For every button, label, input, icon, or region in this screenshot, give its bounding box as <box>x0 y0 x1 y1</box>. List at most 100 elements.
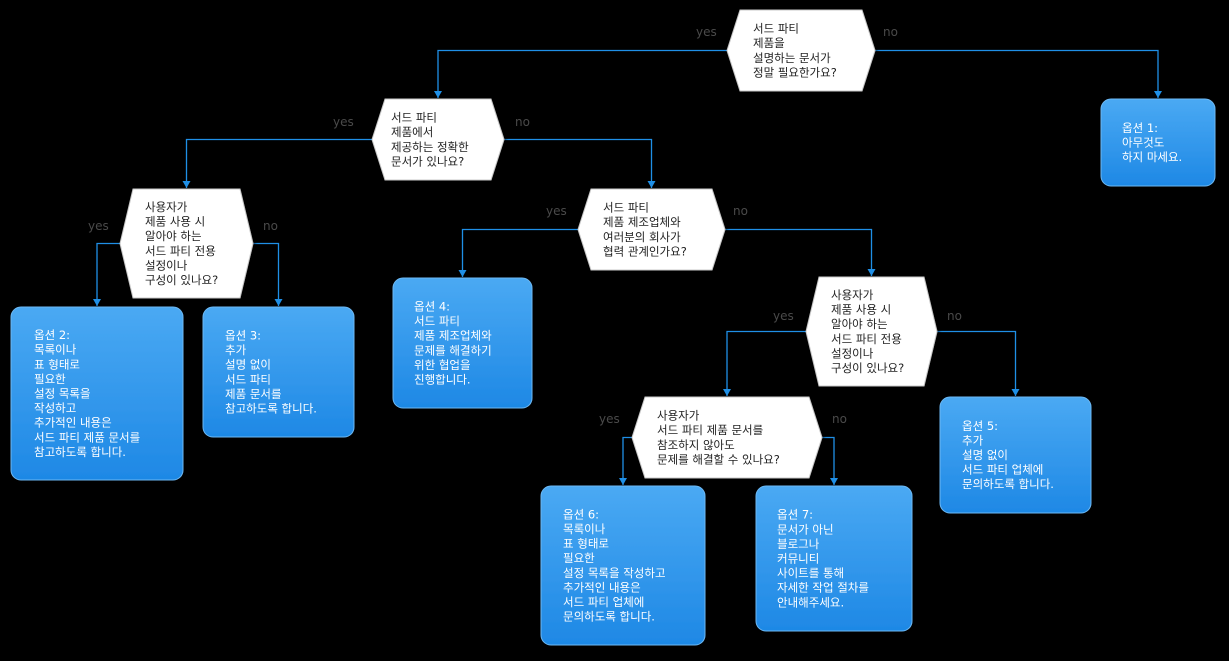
edge-arrowhead-4 <box>647 181 656 188</box>
option-o4-line-4: 문제를 해결하기 <box>414 343 492 357</box>
decision-d2-line-2: 제품에서 <box>391 125 433 139</box>
edge-d3-yes-o2 <box>93 242 120 306</box>
option-o3-line-3: 설명 없이 <box>225 358 271 372</box>
option-shape-o2 <box>10 306 184 481</box>
option-o2-line-1: 옵션 2: <box>34 328 70 342</box>
decision-d3-line-6: 구성이 있나요? <box>145 273 218 287</box>
option-o2-line-8: 서드 파티 제품 문서를 <box>34 430 140 444</box>
edge-label-no-6: no <box>263 219 278 233</box>
option-o3-line-5: 제품 문서를 <box>225 387 282 401</box>
option-o2-line-3: 표 형태로 <box>34 357 80 371</box>
edge-d1-yes-d2 <box>434 49 727 98</box>
decision-d1-line-4: 정말 필요한가요? <box>753 65 837 79</box>
edge-line-1 <box>437 49 727 98</box>
decision-d5-line-1: 사용자가 <box>831 288 874 302</box>
edge-line-7 <box>461 228 578 277</box>
option-o7-line-4: 커뮤니티 <box>777 552 819 566</box>
edge-line-5 <box>96 242 120 306</box>
edge-d4-no-d5 <box>725 228 876 276</box>
option-o4-line-6: 진행합니다. <box>414 373 471 387</box>
edge-line-9 <box>726 330 806 396</box>
edge-d4-yes-o4 <box>458 228 578 277</box>
option-o2-line-5: 설정 목록을 <box>34 387 91 401</box>
edge-arrowhead-1 <box>434 91 442 98</box>
edge-label-yes-11: yes <box>599 412 620 426</box>
edge-line-3 <box>185 138 372 188</box>
edge-arrowhead-5 <box>93 299 101 306</box>
edge-arrowhead-6 <box>274 299 283 306</box>
edge-line-6 <box>253 242 280 306</box>
decision-d2-line-4: 문서가 있나요? <box>391 154 464 168</box>
connector-layer <box>93 49 1162 485</box>
decision-d6-line-3: 참조하지 않아도 <box>657 438 735 452</box>
edge-label-yes-3: yes <box>333 115 354 129</box>
option-o6-line-8: 문의하도록 합니다. <box>563 610 655 624</box>
option-o7-line-6: 자세한 작업 절차를 <box>777 581 869 595</box>
edge-arrowhead-8 <box>867 269 876 276</box>
option-o1-line-2: 아무것도 <box>1122 136 1164 150</box>
decision-d1-line-2: 제품을 <box>753 36 785 50</box>
decision-d3-line-2: 제품 사용 시 <box>145 215 205 229</box>
option-o5-line-4: 서드 파티 업체에 <box>962 463 1043 477</box>
decision-d1-line-3: 설명하는 문서가 <box>753 51 831 65</box>
option-o2-line-7: 추가적인 내용은 <box>34 416 112 430</box>
decision-shape-d2 <box>371 98 505 181</box>
edge-label-no-2: no <box>883 25 898 39</box>
option-o6-line-1: 옵션 6: <box>563 507 599 521</box>
option-o6-line-2: 목록이나 <box>563 522 606 536</box>
decision-d4-line-1: 서드 파티 <box>603 201 649 215</box>
edge-line-10 <box>937 330 1017 396</box>
edge-line-2 <box>875 49 1159 98</box>
option-o3-line-2: 추가 <box>225 343 247 357</box>
option-o7-line-3: 블로그나 <box>777 537 820 551</box>
decision-d5-line-5: 설정이나 <box>831 346 874 360</box>
decision-d2-line-3: 제공하는 정확한 <box>391 140 469 154</box>
edge-label-no-12: no <box>832 412 847 426</box>
edge-label-no-8: no <box>733 204 748 218</box>
option-o4-line-3: 제품 제조업체와 <box>414 329 492 343</box>
option-shape-o4 <box>392 277 533 409</box>
option-shape-o6 <box>540 485 706 646</box>
edge-d2-no-d4 <box>504 138 656 188</box>
decision-d6-line-1: 사용자가 <box>657 409 700 423</box>
option-o2-line-4: 필요한 <box>34 372 66 386</box>
option-o5-line-1: 옵션 5: <box>962 419 998 433</box>
option-o2-line-2: 목록이나 <box>34 343 77 357</box>
edge-d6-no-o7 <box>822 436 838 485</box>
decision-d1-line-1: 서드 파티 <box>753 22 799 36</box>
edge-arrowhead-3 <box>182 181 191 188</box>
decision-shape-d5 <box>805 276 938 387</box>
edge-line-11 <box>622 436 632 485</box>
option-o4-line-1: 옵션 4: <box>414 300 450 314</box>
option-shape-o5 <box>939 396 1092 514</box>
edge-arrowhead-10 <box>1011 389 1020 396</box>
edge-arrowhead-12 <box>830 478 838 485</box>
option-o2-line-9: 참고하도록 합니다. <box>34 445 126 459</box>
option-o3-line-6: 참고하도록 합니다. <box>225 402 317 416</box>
option-o1-line-1: 옵션 1: <box>1122 121 1158 135</box>
decision-d3-line-4: 서드 파티 전용 <box>145 244 216 258</box>
option-o1-line-3: 하지 마세요. <box>1122 150 1182 164</box>
edge-d6-yes-o6 <box>619 436 632 485</box>
option-o4-line-5: 위한 협업을 <box>414 358 471 372</box>
option-o5-line-2: 추가 <box>962 433 984 447</box>
option-o6-line-5: 설정 목록을 작성하고 <box>563 566 666 580</box>
decision-d2-line-1: 서드 파티 <box>391 111 437 125</box>
edge-arrowhead-9 <box>723 389 731 396</box>
edge-d5-yes-d6 <box>723 330 806 396</box>
edge-d1-no-o1 <box>875 49 1162 98</box>
decision-d5-line-2: 제품 사용 시 <box>831 303 891 317</box>
option-o5-line-3: 설명 없이 <box>962 448 1008 462</box>
option-o7-line-1: 옵션 7: <box>777 508 813 522</box>
decision-shape-d6 <box>631 396 823 479</box>
edge-d5-no-o5 <box>937 330 1020 396</box>
